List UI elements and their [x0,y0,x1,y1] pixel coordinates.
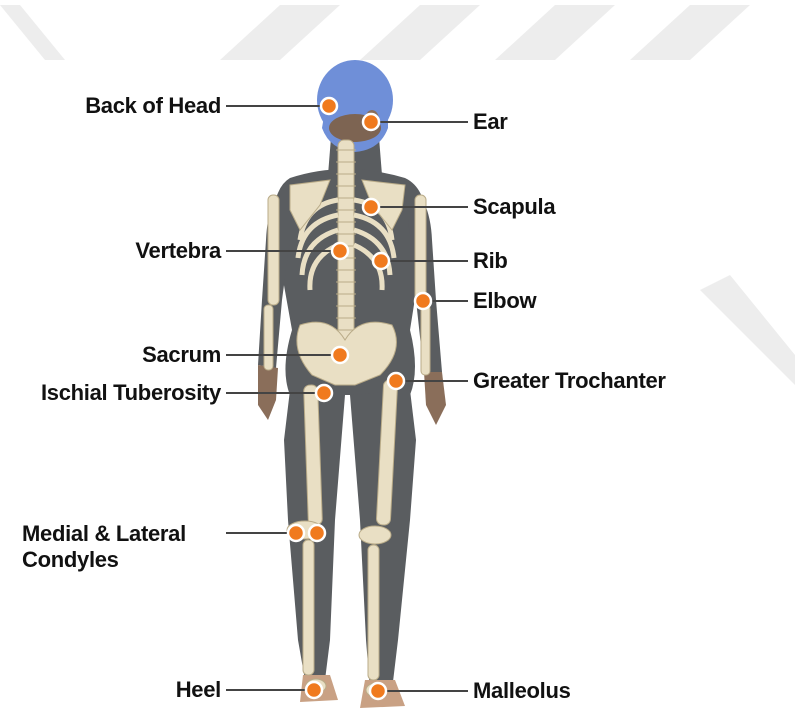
label-back-of-head: Back of Head [85,93,221,119]
label-vertebra: Vertebra [135,238,221,264]
marker-malleolus [370,683,386,699]
label-heel: Heel [176,677,221,703]
label-scapula: Scapula [473,194,555,220]
label-ear: Ear [473,109,508,135]
marker-sacrum [332,347,348,363]
label-condyles: Medial & Lateral Condyles [22,521,186,573]
label-elbow: Elbow [473,288,536,314]
marker-greater-trochanter [388,373,404,389]
label-malleolus: Malleolus [473,678,571,704]
label-sacrum: Sacrum [142,342,221,368]
marker-elbow [415,293,431,309]
marker-scapula [363,199,379,215]
marker-back-of-head [321,98,337,114]
marker-medial-condyle [288,525,304,541]
label-greater-trochanter: Greater Trochanter [473,368,666,394]
marker-ear [363,114,379,130]
marker-lateral-condyle [309,525,325,541]
label-ischial-tuberosity: Ischial Tuberosity [41,380,221,406]
spine [336,140,356,340]
label-rib: Rib [473,248,508,274]
marker-rib [373,253,389,269]
marker-heel [306,682,322,698]
marker-ischial-tuberosity [316,385,332,401]
marker-vertebra [332,243,348,259]
